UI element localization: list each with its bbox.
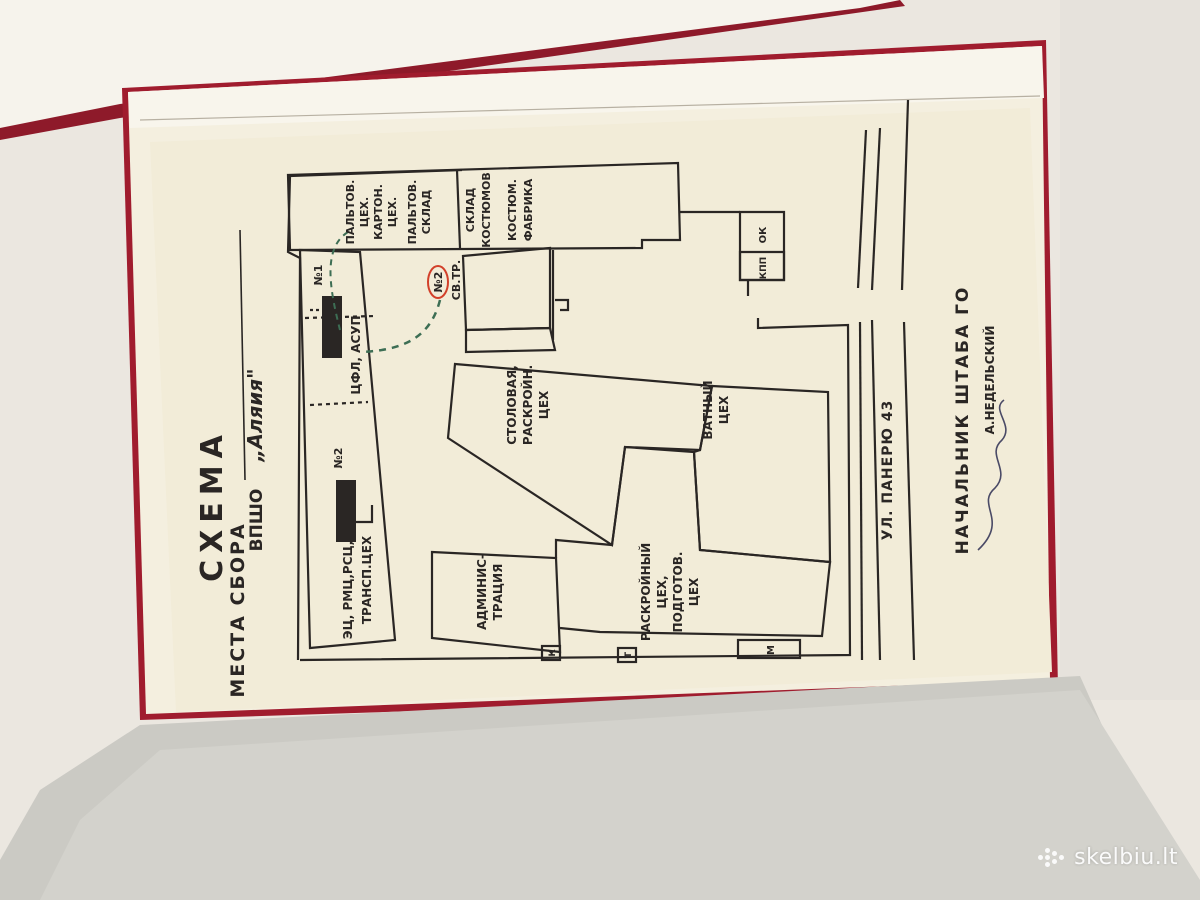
subtitle-org: ВПШО	[247, 489, 267, 552]
page-edges	[128, 46, 1044, 128]
building-north-strip	[286, 161, 682, 252]
label-sklad-1: СКЛАД	[464, 188, 477, 233]
shelter-n2-marker	[336, 480, 356, 542]
label-palto-1: ПАЛЬТОВ.	[344, 180, 357, 245]
strip-divider	[455, 169, 462, 249]
label-ok: ОК	[758, 226, 769, 244]
table-right	[1060, 0, 1200, 700]
label-n1: №1	[312, 265, 325, 286]
handwritten-signature	[977, 399, 1007, 551]
label-palto-sklad-2: СКЛАД	[420, 190, 433, 235]
label-raskroi-2: ЦЕХ,	[655, 575, 669, 608]
subtitle-prefix: МЕСТА СБОРА	[227, 522, 249, 697]
site-boundary	[299, 318, 852, 662]
subtitle-name: „Аляия"	[243, 368, 267, 462]
label-ec-rmc: ЭЦ, РМЦ,РСЦ,	[341, 541, 355, 639]
label-stol-3: ЦЕХ	[537, 390, 551, 419]
bracket-n2	[355, 505, 374, 524]
label-palto-sklad-1: ПАЛЬТОВ.	[406, 180, 419, 245]
road-edge-3	[858, 321, 864, 661]
label-vatny-2: ЦЕХ	[717, 395, 731, 424]
watermark-logo: skelbiu.lt	[1038, 845, 1178, 870]
label-stol-1: СТОЛОВАЯ,	[505, 365, 519, 445]
label-k: К	[548, 649, 558, 657]
page-title: СХЕМА	[195, 428, 230, 582]
label-raskroi-3: ПОДГОТОВ.	[671, 552, 685, 633]
label-kpp: КПП	[759, 257, 769, 279]
site-plan	[286, 99, 916, 664]
facing-page-light	[40, 690, 1200, 900]
background-book-cover	[0, 0, 905, 140]
label-transp: ТРАНСП.ЦЕХ	[360, 535, 374, 624]
building-mid-notch	[555, 298, 570, 312]
label-kost-1: КОСТЮМ.	[506, 179, 519, 241]
page-edge-line	[139, 95, 1041, 121]
road-edge-6	[902, 321, 916, 661]
building-k	[540, 644, 562, 662]
building-mid-2	[464, 326, 557, 354]
red-circle-marker	[427, 265, 449, 299]
watermark-text: skelbiu.lt	[1074, 845, 1178, 870]
building-t	[616, 646, 638, 664]
label-vatny-1: ВАТНЫЙ	[700, 380, 715, 439]
building-kpp	[738, 250, 786, 282]
label-kost-2: ФАБРИКА	[522, 178, 535, 241]
signature-name: А.НЕДЕЛЬСКИЙ	[982, 326, 997, 435]
label-t: Т	[624, 651, 634, 658]
label-admin-2: ТРАЦИЯ	[491, 564, 505, 621]
dots-icon	[1038, 847, 1066, 868]
label-raskroi-1: РАСКРОЙНЫЙ	[638, 543, 653, 641]
route-line-upper	[329, 231, 349, 331]
subtitle-underline	[239, 229, 246, 481]
signature-role: НАЧАЛЬНИК ШТАБА ГО	[953, 286, 973, 555]
label-m: М	[766, 645, 777, 655]
road-edge-4	[870, 319, 882, 661]
road-edge-5	[900, 99, 910, 291]
label-karton-2: ЦЕХ.	[386, 197, 399, 227]
street-label: УЛ. ПАНЕРЮ 43	[880, 400, 896, 541]
label-admin-1: АДМИНИС-	[475, 554, 489, 630]
road-edge-1	[856, 129, 868, 289]
dashed-divider	[309, 400, 369, 407]
label-sv-tr: СВ.ТР.	[450, 260, 463, 300]
label-n2: №2	[332, 448, 345, 469]
label-karton-1: КАРТОН.	[372, 184, 385, 240]
building-vatny	[692, 384, 832, 564]
label-sklad-2: КОСТЮМОВ	[480, 172, 493, 248]
building-m	[736, 638, 802, 660]
road-edge-2	[870, 127, 882, 291]
building-ec-transport	[298, 248, 397, 650]
label-n2-red: №2	[432, 272, 445, 293]
printed-page	[150, 108, 1052, 712]
label-stol-2: РАСКРОЙН.	[520, 365, 535, 445]
shelter-n1-marker	[322, 296, 342, 358]
label-cfl-asup: ЦФЛ, АСУП	[349, 315, 363, 394]
label-palto-2: ЦЕХ.	[358, 197, 371, 227]
label-raskroi-4: ЦЕХ	[687, 577, 701, 606]
